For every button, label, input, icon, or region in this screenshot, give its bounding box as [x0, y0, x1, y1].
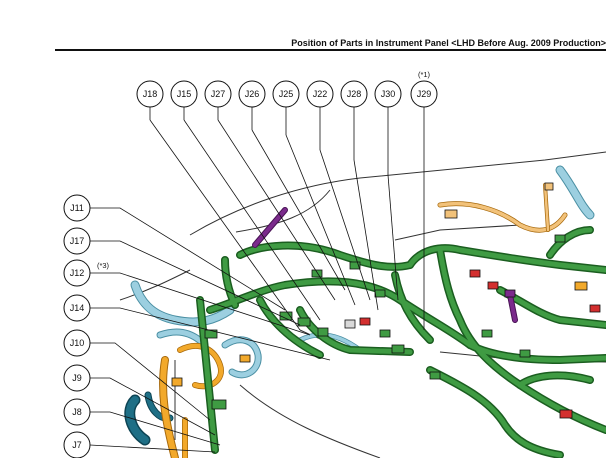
note-j12: (*3) — [97, 261, 110, 270]
connectors — [171, 182, 601, 419]
callout-j15[interactable]: J15 — [170, 80, 198, 108]
callout-label: J18 — [143, 89, 158, 99]
callout-j22[interactable]: J22 — [306, 80, 334, 108]
callout-j14[interactable]: J14 — [63, 294, 91, 322]
callout-label: J22 — [313, 89, 328, 99]
page-title: Position of Parts in Instrument Panel <L… — [291, 38, 606, 48]
callout-j28[interactable]: J28 — [340, 80, 368, 108]
note-j29: (*1) — [418, 70, 431, 79]
callout-label: J27 — [211, 89, 226, 99]
callout-j25[interactable]: J25 — [272, 80, 300, 108]
callout-label: J25 — [279, 89, 294, 99]
top-leader-lines — [149, 107, 425, 331]
callout-j29[interactable]: J29 — [410, 80, 438, 108]
callout-label: J17 — [70, 236, 85, 246]
title-rule — [55, 49, 606, 51]
callout-j8[interactable]: J8 — [63, 398, 91, 426]
callout-j12[interactable]: J12 — [63, 259, 91, 287]
left-callouts: J11 J17 J12 (*3) J14 J10 J9 J8 J7 — [63, 194, 110, 458]
callout-j17[interactable]: J17 — [63, 227, 91, 255]
callout-label: J11 — [70, 203, 84, 213]
callout-j7[interactable]: J7 — [63, 431, 91, 458]
callout-label: J8 — [72, 407, 82, 417]
callout-j18[interactable]: J18 — [136, 80, 164, 108]
green-harness — [196, 226, 606, 458]
callout-label: J9 — [72, 373, 82, 383]
callout-j10[interactable]: J10 — [63, 329, 91, 357]
callout-j9[interactable]: J9 — [63, 364, 91, 392]
top-callouts: J18 J15 J27 J26 J25 J22 J28 J30 — [136, 70, 438, 108]
callout-j26[interactable]: J26 — [238, 80, 266, 108]
callout-label: J12 — [70, 268, 85, 278]
callout-label: J7 — [72, 440, 82, 450]
orange-harness — [159, 183, 568, 458]
left-leader-lines — [89, 207, 331, 453]
callout-label: J14 — [70, 303, 85, 313]
callout-label: J10 — [70, 338, 85, 348]
callout-j30[interactable]: J30 — [374, 80, 402, 108]
callout-label: J15 — [177, 89, 192, 99]
callout-label: J29 — [417, 89, 432, 99]
callout-label: J30 — [381, 89, 396, 99]
callout-label: J26 — [245, 89, 260, 99]
callout-label: J28 — [347, 89, 362, 99]
callout-j11[interactable]: J11 — [63, 194, 91, 222]
callout-j27[interactable]: J27 — [204, 80, 232, 108]
